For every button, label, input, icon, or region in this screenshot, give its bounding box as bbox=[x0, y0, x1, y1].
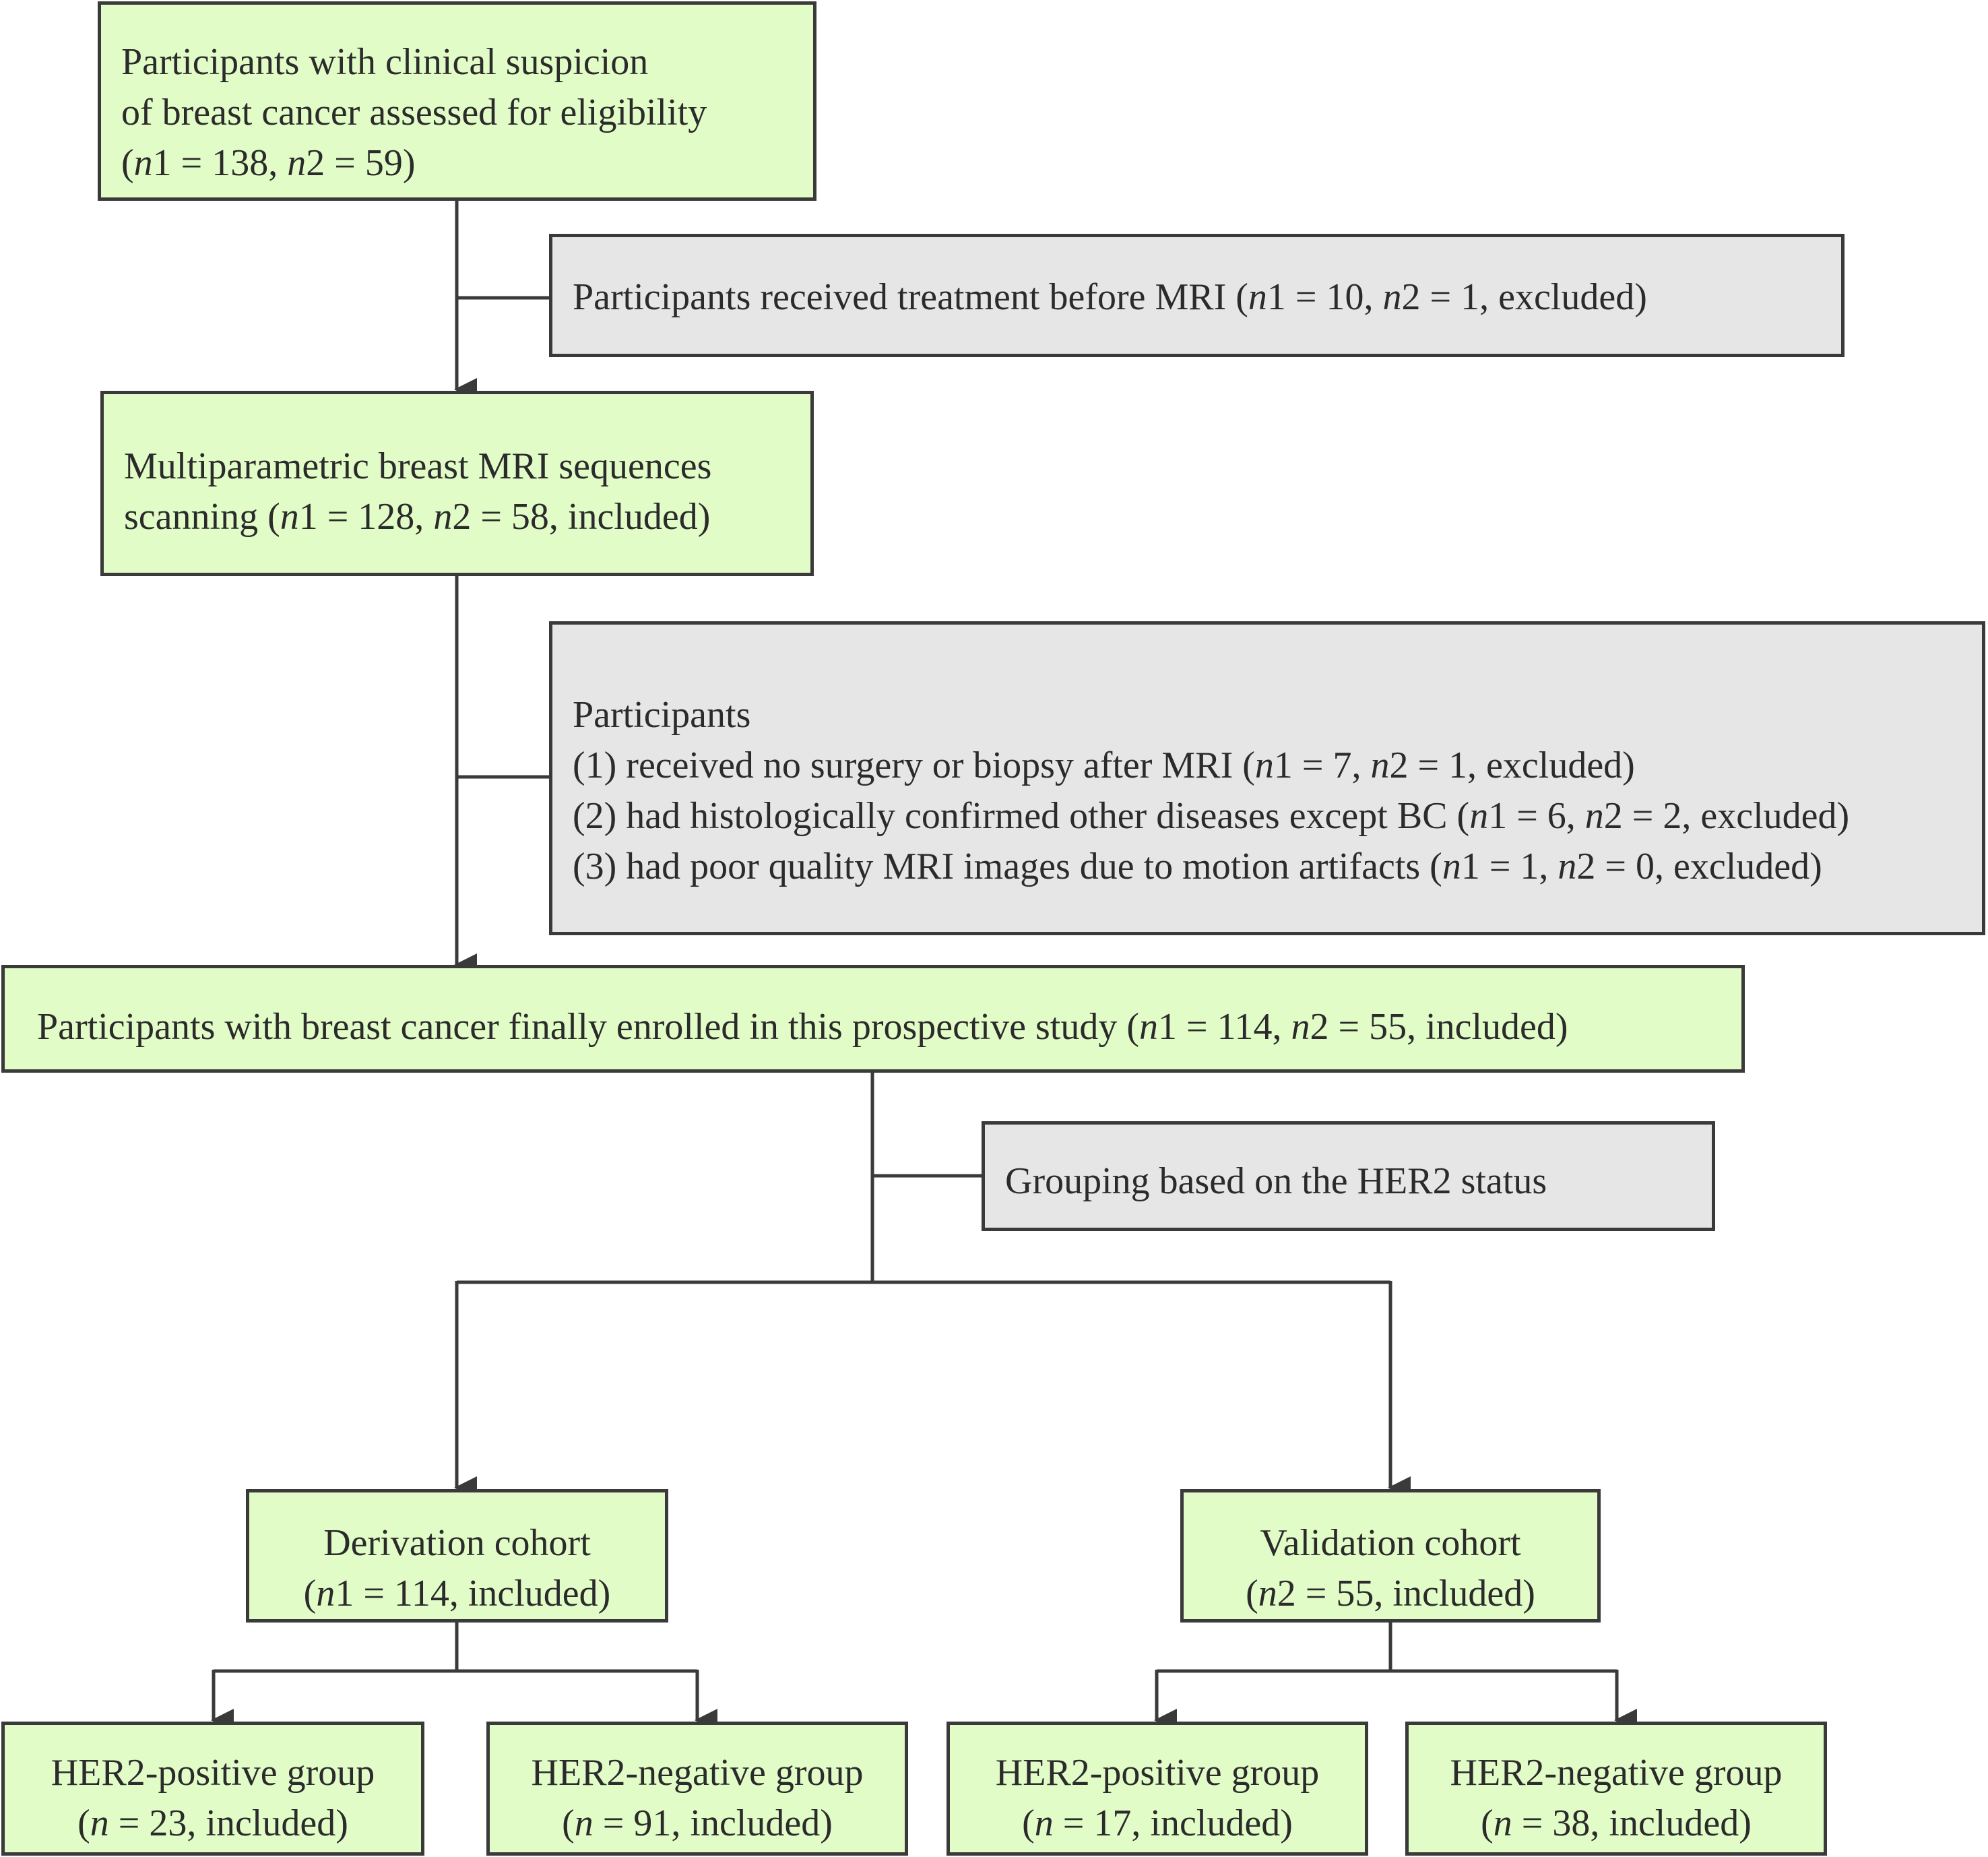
valid_pos-text: HER2-positive group (n = 17, included) bbox=[950, 1748, 1365, 1849]
text-line: Multiparametric breast MRI sequences bbox=[124, 445, 712, 487]
text-line: (n2 = 55, included) bbox=[1246, 1573, 1535, 1614]
derivation-cohort-box: Derivation cohort (n1 = 114, included) bbox=[246, 1489, 668, 1623]
derivation-text: Derivation cohort (n1 = 114, included) bbox=[249, 1518, 665, 1619]
enrolled-text: Participants with breast cancer finally … bbox=[37, 1002, 1568, 1052]
derivation-her2-positive-box: HER2-positive group (n = 23, included) bbox=[1, 1722, 424, 1856]
text-line: (1) received no surgery or biopsy after … bbox=[573, 745, 1635, 786]
text-line: (n = 91, included) bbox=[562, 1802, 833, 1844]
validation-her2-negative-box: HER2-negative group (n = 38, included) bbox=[1405, 1722, 1827, 1856]
text-line: HER2-negative group bbox=[1450, 1752, 1783, 1794]
derivation-her2-negative-box: HER2-negative group (n = 91, included) bbox=[486, 1722, 908, 1856]
text-line: (n = 23, included) bbox=[77, 1802, 348, 1844]
mri-scanning-box: Multiparametric breast MRI sequences scan… bbox=[100, 391, 814, 576]
text-line: (n1 = 138, n2 = 59) bbox=[121, 142, 416, 184]
text-line: HER2-negative group bbox=[531, 1752, 864, 1794]
text-line: (n = 38, included) bbox=[1481, 1802, 1752, 1844]
text-line: HER2-positive group bbox=[51, 1752, 375, 1794]
text-line: Participants received treatment before M… bbox=[573, 276, 1647, 318]
validation-text: Validation cohort (n2 = 55, included) bbox=[1184, 1518, 1597, 1619]
text-line: Grouping based on the HER2 status bbox=[1005, 1160, 1547, 1202]
text-line: Validation cohort bbox=[1260, 1522, 1521, 1564]
assessed-box: Participants with clinical suspicion of b… bbox=[98, 1, 816, 201]
mri_scanning-text: Multiparametric breast MRI sequences scan… bbox=[124, 441, 711, 542]
text-line: Participants bbox=[573, 694, 751, 736]
grouping-box: Grouping based on the HER2 status bbox=[982, 1121, 1715, 1231]
enrolled-box: Participants with breast cancer finally … bbox=[1, 965, 1745, 1073]
text-line: (n = 17, included) bbox=[1022, 1802, 1293, 1844]
text-line: scanning (n1 = 128, n2 = 58, included) bbox=[124, 496, 711, 538]
deriv_neg-text: HER2-negative group (n = 91, included) bbox=[490, 1748, 905, 1849]
validation-cohort-box: Validation cohort (n2 = 55, included) bbox=[1180, 1489, 1601, 1623]
deriv_pos-text: HER2-positive group (n = 23, included) bbox=[5, 1748, 421, 1849]
excluded_other-text: Participants (1) received no surgery or b… bbox=[573, 690, 1849, 892]
validation-her2-positive-box: HER2-positive group (n = 17, included) bbox=[947, 1722, 1368, 1856]
excluded_treatment-text: Participants received treatment before M… bbox=[573, 272, 1647, 323]
text-line: Derivation cohort bbox=[323, 1522, 591, 1564]
valid_neg-text: HER2-negative group (n = 38, included) bbox=[1409, 1748, 1824, 1849]
text-line: of breast cancer assessed for eligibilit… bbox=[121, 92, 707, 133]
text-line: (3) had poor quality MRI images due to m… bbox=[573, 846, 1822, 887]
text-line: HER2-positive group bbox=[995, 1752, 1320, 1794]
text-line: (2) had histologically confirmed other d… bbox=[573, 795, 1850, 837]
assessed-text: Participants with clinical suspicion of b… bbox=[121, 37, 707, 189]
other-exclusion-box: Participants (1) received no surgery or b… bbox=[549, 621, 1985, 935]
grouping-text: Grouping based on the HER2 status bbox=[1005, 1156, 1547, 1207]
text-line: Participants with clinical suspicion bbox=[121, 41, 649, 83]
text-line: (n1 = 114, included) bbox=[303, 1573, 611, 1614]
treatment-exclusion-box: Participants received treatment before M… bbox=[549, 234, 1845, 357]
text-line: Participants with breast cancer finally … bbox=[37, 1006, 1568, 1048]
